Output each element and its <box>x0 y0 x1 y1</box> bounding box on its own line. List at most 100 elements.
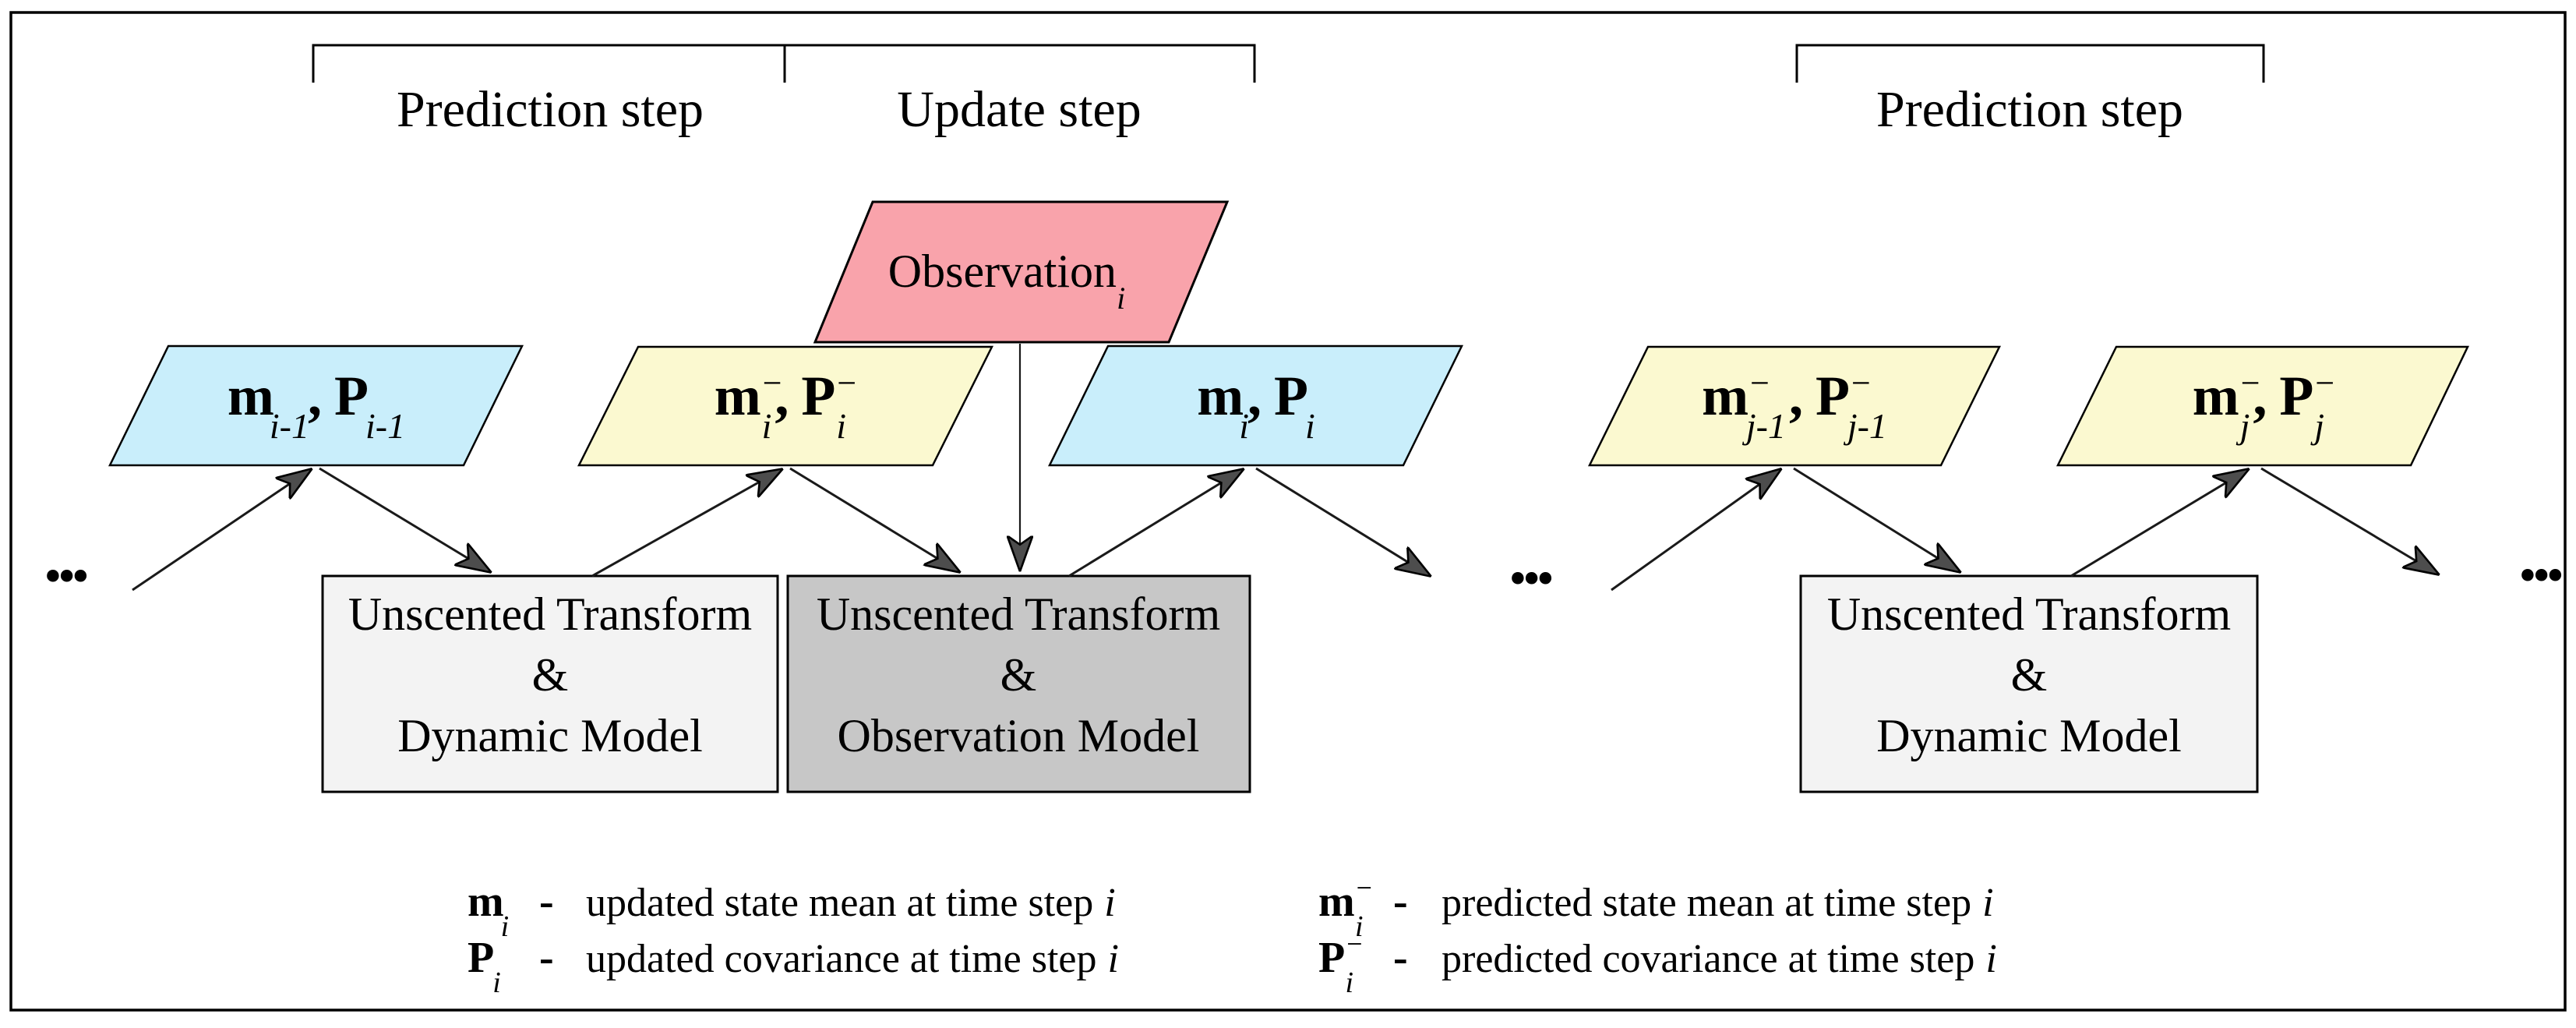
legend-dash: - <box>1393 934 1408 982</box>
formula-sym: m <box>1197 365 1244 427</box>
formula-sym: m <box>1702 365 1749 427</box>
formula-sup: − <box>837 364 856 402</box>
arrow-dynamic-to-predicted-i <box>591 470 781 578</box>
arrow-dots-to-updated-prev <box>132 470 310 592</box>
box-line3: Observation Model <box>838 710 1200 761</box>
formula-sub: i <box>836 406 846 446</box>
formula-predicted-j: m−j,P−j <box>2193 364 2334 446</box>
arrow-dots-to-predicted-j-prev <box>1611 470 1780 592</box>
process-box-dynamic-left <box>321 574 779 793</box>
label-prediction-step-right: Prediction step <box>1876 81 2183 138</box>
process-box-dynamic-right-label: Unscented Transform & Dynamic Model <box>1827 588 2231 761</box>
formula-sub: i <box>1305 406 1315 446</box>
ellipsis-right: ... <box>2518 514 2562 596</box>
box-line1: Unscented Transform <box>348 588 752 640</box>
formula-sup: − <box>2241 364 2260 402</box>
legend-desc-var: i <box>1985 937 1996 981</box>
legend-sym-sub: i <box>1355 910 1364 943</box>
formula-sub: j <box>2310 406 2324 446</box>
legend-sym-sub: i <box>492 966 501 999</box>
box-line2: & <box>2011 649 2048 701</box>
formula-sep: , <box>308 365 322 427</box>
formula-sub: j-1 <box>1742 406 1786 446</box>
legend-desc-text: updated state mean at time step <box>586 881 1093 925</box>
formula-sym: P <box>1816 365 1850 427</box>
observation-label: Observationi <box>888 246 1125 316</box>
formula-updated-i: mi,Pi <box>1197 365 1315 446</box>
formula-sup: − <box>763 364 782 402</box>
legend-desc-var: i <box>1104 881 1115 925</box>
box-line1: Unscented Transform <box>1827 588 2231 640</box>
formula-sub: i <box>762 406 772 446</box>
arrow-dynamic-to-predicted-j <box>2070 470 2247 578</box>
arrow-predicted-i-to-update <box>789 467 958 571</box>
formula-sub: j <box>2236 406 2250 446</box>
legend-symbol-p-predicted: P−i <box>1318 928 1363 999</box>
ellipsis-left: ... <box>44 514 87 597</box>
bracket-prediction-right <box>1795 44 2265 83</box>
arrow-predicted-j-to-dots <box>2260 467 2437 574</box>
state-node-predicted-j-prev <box>1587 345 2002 467</box>
legend-desc-text: predicted covariance at time step <box>1442 937 1974 981</box>
bracket-prediction-update <box>312 44 1256 83</box>
arrow-predicted-j-prev-to-dynamic <box>1793 467 1959 571</box>
formula-sep: , <box>775 365 789 427</box>
state-node-updated-prev <box>108 344 524 467</box>
formula-updated-prev: mi-1,Pi-1 <box>228 365 405 446</box>
formula-predicted-j-prev: m−j-1,P−j-1 <box>1702 364 1887 446</box>
observation-subscript: i <box>1117 281 1125 316</box>
legend-desc-text: updated covariance at time step <box>586 937 1096 981</box>
formula-sup: − <box>1750 364 1770 402</box>
formula-sym: m <box>228 365 274 427</box>
formula-predicted-i: m−i,P−i <box>715 364 856 446</box>
arrow-update-to-updated-i <box>1068 470 1242 578</box>
legend-sym-sub: i <box>501 910 510 943</box>
step-brackets <box>312 44 2265 83</box>
formula-sep: , <box>2253 365 2267 427</box>
legend-symbol-m-predicted: m− i <box>1318 872 1372 943</box>
formula-sym: P <box>334 365 369 427</box>
box-line2: & <box>532 649 569 701</box>
legend-dash: - <box>539 934 554 982</box>
legend-desc-var: i <box>1982 881 1993 925</box>
label-prediction-step-left: Prediction step <box>397 81 704 138</box>
arrow-updated-prev-to-dynamic <box>319 467 489 571</box>
process-box-observation-label: Unscented Transform & Observation Model <box>817 588 1220 761</box>
flow-arrows <box>132 344 2437 592</box>
formula-sub: j-1 <box>1844 406 1887 446</box>
arrow-updated-i-to-dots <box>1255 467 1429 575</box>
observation-word: Observation <box>888 246 1117 297</box>
legend-desc-text: predicted state mean at time step <box>1442 881 1971 925</box>
state-node-predicted-i <box>577 345 994 467</box>
formula-sup: − <box>2315 364 2334 402</box>
formula-sep: , <box>1789 365 1803 427</box>
formula-sup: − <box>1851 364 1871 402</box>
legend-sym-main: m <box>468 878 504 926</box>
label-update-step: Update step <box>897 81 1141 138</box>
legend-dash: - <box>539 878 554 926</box>
box-line2: & <box>1000 649 1037 701</box>
legend-sym-main: m <box>1318 878 1355 926</box>
legend-sym-sup: − <box>1346 928 1362 959</box>
formula-sym: P <box>801 365 835 427</box>
observation-node <box>813 200 1230 344</box>
formula-sym: m <box>715 365 761 427</box>
process-box-dynamic-left-label: Unscented Transform & Dynamic Model <box>348 588 752 761</box>
legend-sym-main: P <box>1318 934 1345 982</box>
legend-dash: - <box>1393 878 1408 926</box>
formula-sym: P <box>1274 365 1308 427</box>
formula-sym: P <box>2279 365 2313 427</box>
process-box-dynamic-right <box>1799 574 2259 793</box>
state-node-updated-i <box>1047 344 1464 467</box>
formula-sub: i-1 <box>365 406 405 446</box>
legend-sym-sup: − <box>1357 872 1372 903</box>
box-line1: Unscented Transform <box>817 588 1220 640</box>
